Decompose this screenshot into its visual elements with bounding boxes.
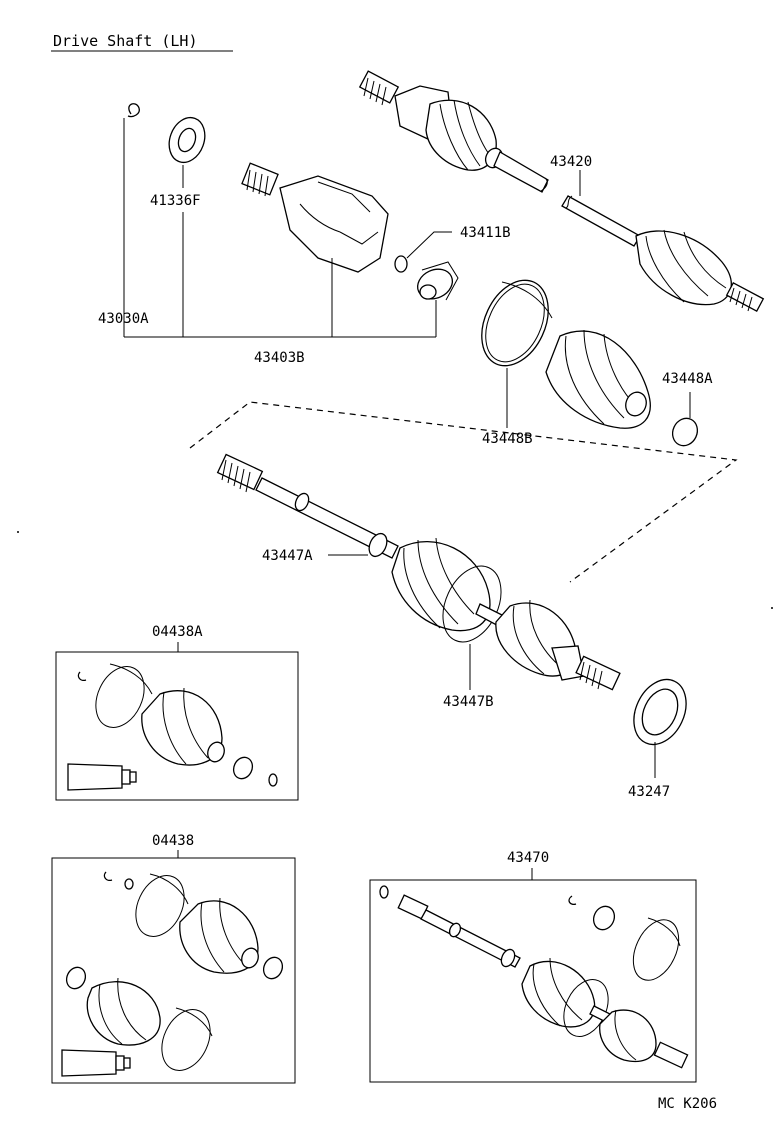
- kit-43470-contents: [379, 885, 689, 1069]
- label-43403B: 43403B: [254, 350, 305, 366]
- label-43447B: 43447B: [443, 694, 494, 710]
- label-43030A: 43030A: [98, 311, 149, 327]
- top-shaft-assembly-43420: [358, 70, 765, 313]
- kit-boundary-dashed: [189, 401, 738, 583]
- tripod-joint: [416, 261, 459, 337]
- label-04438: 04438: [152, 833, 194, 849]
- kit-box-43470: [369, 879, 697, 1083]
- snap-ring-43030A: [123, 103, 140, 337]
- kit-04438-contents: [61, 871, 284, 1077]
- snap-ring-43411B: [394, 231, 452, 273]
- label-43420: 43420: [550, 154, 592, 170]
- label-41336F: 41336F: [150, 193, 201, 209]
- kit-04438A-contents: [67, 663, 278, 791]
- dust-deflector-41336F: [168, 116, 206, 188]
- scan-dot: [17, 531, 19, 533]
- scan-dot: [771, 607, 773, 609]
- footer-code: MC K206: [658, 1096, 717, 1112]
- boot-band-43448B: [481, 279, 553, 428]
- kit-box-04438: [51, 857, 296, 1084]
- label-04438A: 04438A: [152, 624, 203, 640]
- label-43447A: 43447A: [262, 548, 313, 564]
- label-43448A: 43448A: [662, 371, 713, 387]
- label-43448B: 43448B: [482, 431, 533, 447]
- inboard-joint-43403B: [241, 162, 389, 337]
- oil-seal-43247: [633, 678, 687, 778]
- boot-clamp-43448A: [671, 392, 699, 447]
- diagram-title: Drive Shaft (LH): [53, 32, 198, 50]
- label-43411B: 43411B: [460, 225, 511, 241]
- kit-box-04438A: [55, 651, 299, 801]
- label-43247: 43247: [628, 784, 670, 800]
- boot-inboard: [545, 329, 651, 429]
- main-shaft-assembly: [216, 453, 621, 691]
- label-43470: 43470: [507, 850, 549, 866]
